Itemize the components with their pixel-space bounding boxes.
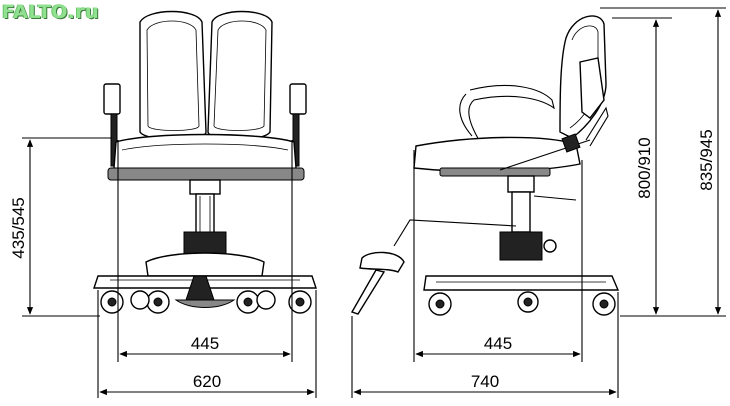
left-armrest	[103, 83, 121, 115]
side-back-height-label: 800/910	[635, 137, 654, 198]
side-seat	[413, 136, 581, 173]
side-total-height-label: 835/945	[697, 129, 716, 190]
side-seat-depth-label: 445	[484, 334, 512, 353]
side-view-chair	[350, 15, 620, 316]
front-dimensions	[22, 137, 317, 398]
site-logo: FALTO.ru	[2, 1, 100, 23]
front-seat-height-label: 435/545	[9, 197, 28, 258]
side-base-depth-label: 740	[471, 372, 499, 391]
side-dimensions	[351, 7, 726, 398]
side-casters	[428, 291, 616, 316]
front-seat-width-label: 445	[191, 334, 219, 353]
front-base-width-label: 620	[193, 372, 221, 391]
side-base	[423, 275, 620, 291]
front-view-chair	[93, 10, 317, 314]
right-armrest	[289, 83, 307, 115]
side-footrest	[359, 251, 405, 273]
